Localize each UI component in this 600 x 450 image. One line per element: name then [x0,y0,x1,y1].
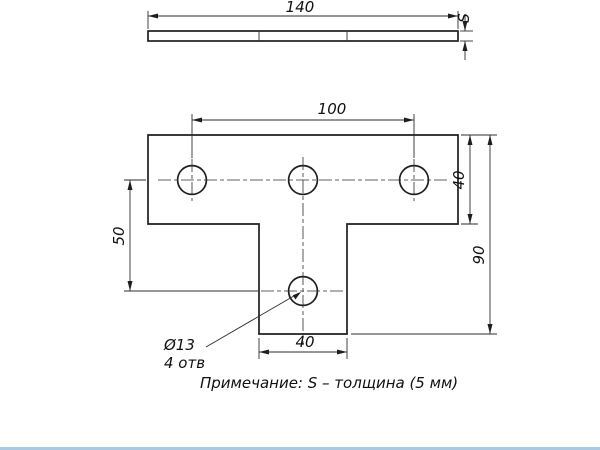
hole-callout-diameter: Ø13 [163,336,195,354]
arrowhead [404,117,414,123]
arrowhead [292,292,301,300]
dim-label-stem-width: 40 [295,333,314,351]
dim-label-flange-height: 40 [450,170,468,189]
arrowhead [487,135,493,145]
arrowhead [448,13,458,19]
dim-label-total-height: 90 [470,245,488,264]
arrowhead [127,180,133,190]
plate-edge-view [147,30,459,42]
arrowhead [192,117,202,123]
arrowhead [462,21,468,31]
arrowhead [487,324,493,334]
screenshot-bottom-edge [0,447,600,450]
dim-label-thickness: S [455,13,473,23]
leader-line [205,292,300,348]
arrowhead [259,349,269,355]
arrowhead [337,349,347,355]
dim-label-hole-offset: 50 [110,226,128,245]
dim-label-hole-spacing: 100 [318,100,347,118]
arrowhead [462,41,468,51]
arrowhead [467,135,473,145]
drawing-note: Примечание: S – толщина (5 мм) [200,374,458,392]
dim-label-overall-width: 140 [286,0,315,16]
plate-outline [147,134,459,335]
arrowhead [467,214,473,224]
top-view: 140 S [147,0,473,60]
front-view: 100 40 90 50 40 Ø13 4 отв [110,100,497,372]
hole-callout-count: 4 отв [164,354,205,372]
arrowhead [148,13,158,19]
arrowhead [127,281,133,291]
